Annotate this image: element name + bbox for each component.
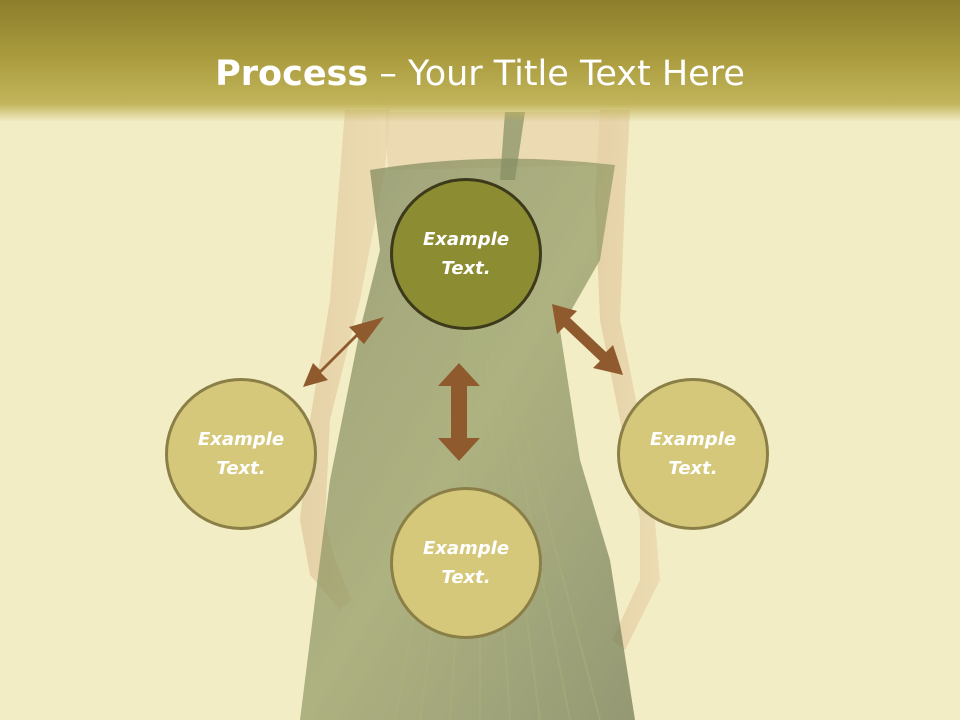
node-bottom: Example Text. xyxy=(390,487,542,639)
arrow-center-left xyxy=(303,317,384,387)
title-rest: – Your Title Text Here xyxy=(368,54,745,94)
title-bold: Process xyxy=(215,54,369,94)
arrow-center-bottom xyxy=(438,363,480,461)
node-bottom-label: Example Text. xyxy=(422,538,510,588)
arrow-center-right xyxy=(552,304,623,375)
slide-title: Process – Your Title Text Here xyxy=(0,52,960,96)
title-bar xyxy=(0,0,960,122)
node-center: Example Text. xyxy=(390,178,542,330)
node-right: Example Text. xyxy=(617,378,769,530)
node-center-label: Example Text. xyxy=(422,229,510,279)
node-right-label: Example Text. xyxy=(649,429,737,479)
node-left-label: Example Text. xyxy=(197,429,285,479)
node-left: Example Text. xyxy=(165,378,317,530)
